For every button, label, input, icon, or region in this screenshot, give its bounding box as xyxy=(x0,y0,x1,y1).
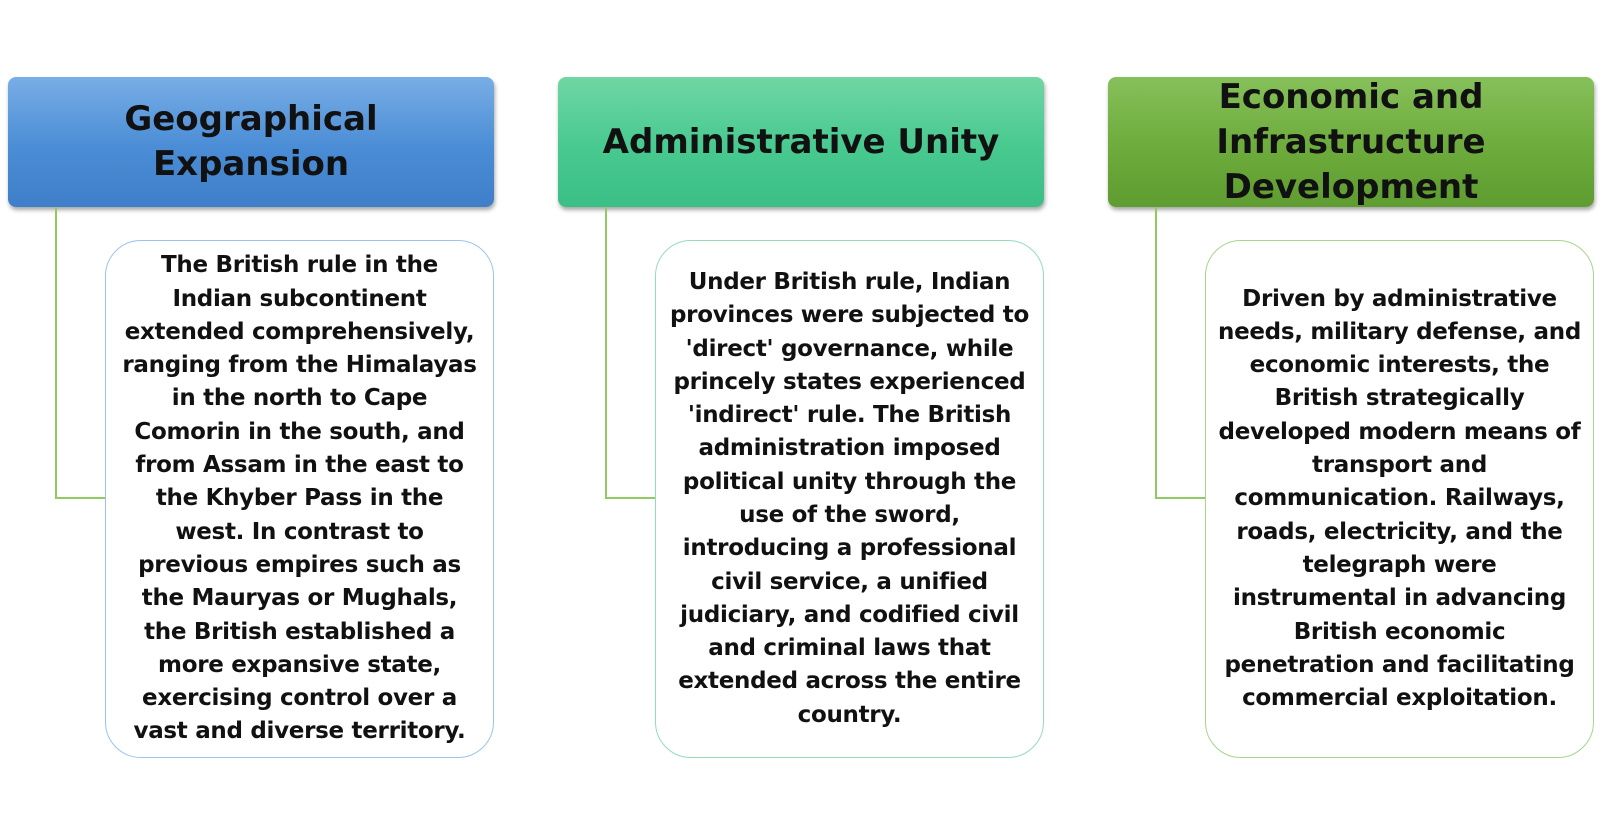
description-card: The British rule in the Indian subcontin… xyxy=(105,240,494,758)
description-card: Driven by administrative needs, military… xyxy=(1205,240,1594,758)
column-geographical-expansion: Geographical Expansion The British rule … xyxy=(8,0,498,833)
description-text: The British rule in the Indian subcontin… xyxy=(122,252,477,745)
column-administrative-unity: Administrative Unity Under British rule,… xyxy=(558,0,1048,833)
header-box-economic-infrastructure: Economic and Infrastructure Development xyxy=(1108,77,1594,207)
description-card: Under British rule, Indian provinces wer… xyxy=(655,240,1044,758)
description-text: Driven by administrative needs, military… xyxy=(1218,285,1581,712)
connector-line xyxy=(55,207,105,499)
header-box-geographical-expansion: Geographical Expansion xyxy=(8,77,494,207)
column-economic-infrastructure: Economic and Infrastructure Development … xyxy=(1108,0,1598,833)
header-box-administrative-unity: Administrative Unity xyxy=(558,77,1044,207)
connector-line xyxy=(1155,207,1205,499)
connector-line xyxy=(605,207,655,499)
description-text: Under British rule, Indian provinces wer… xyxy=(670,268,1029,728)
header-title: Administrative Unity xyxy=(602,121,1000,162)
header-title: Economic and Infrastructure Development xyxy=(1216,76,1486,207)
header-title: Geographical Expansion xyxy=(124,99,378,184)
